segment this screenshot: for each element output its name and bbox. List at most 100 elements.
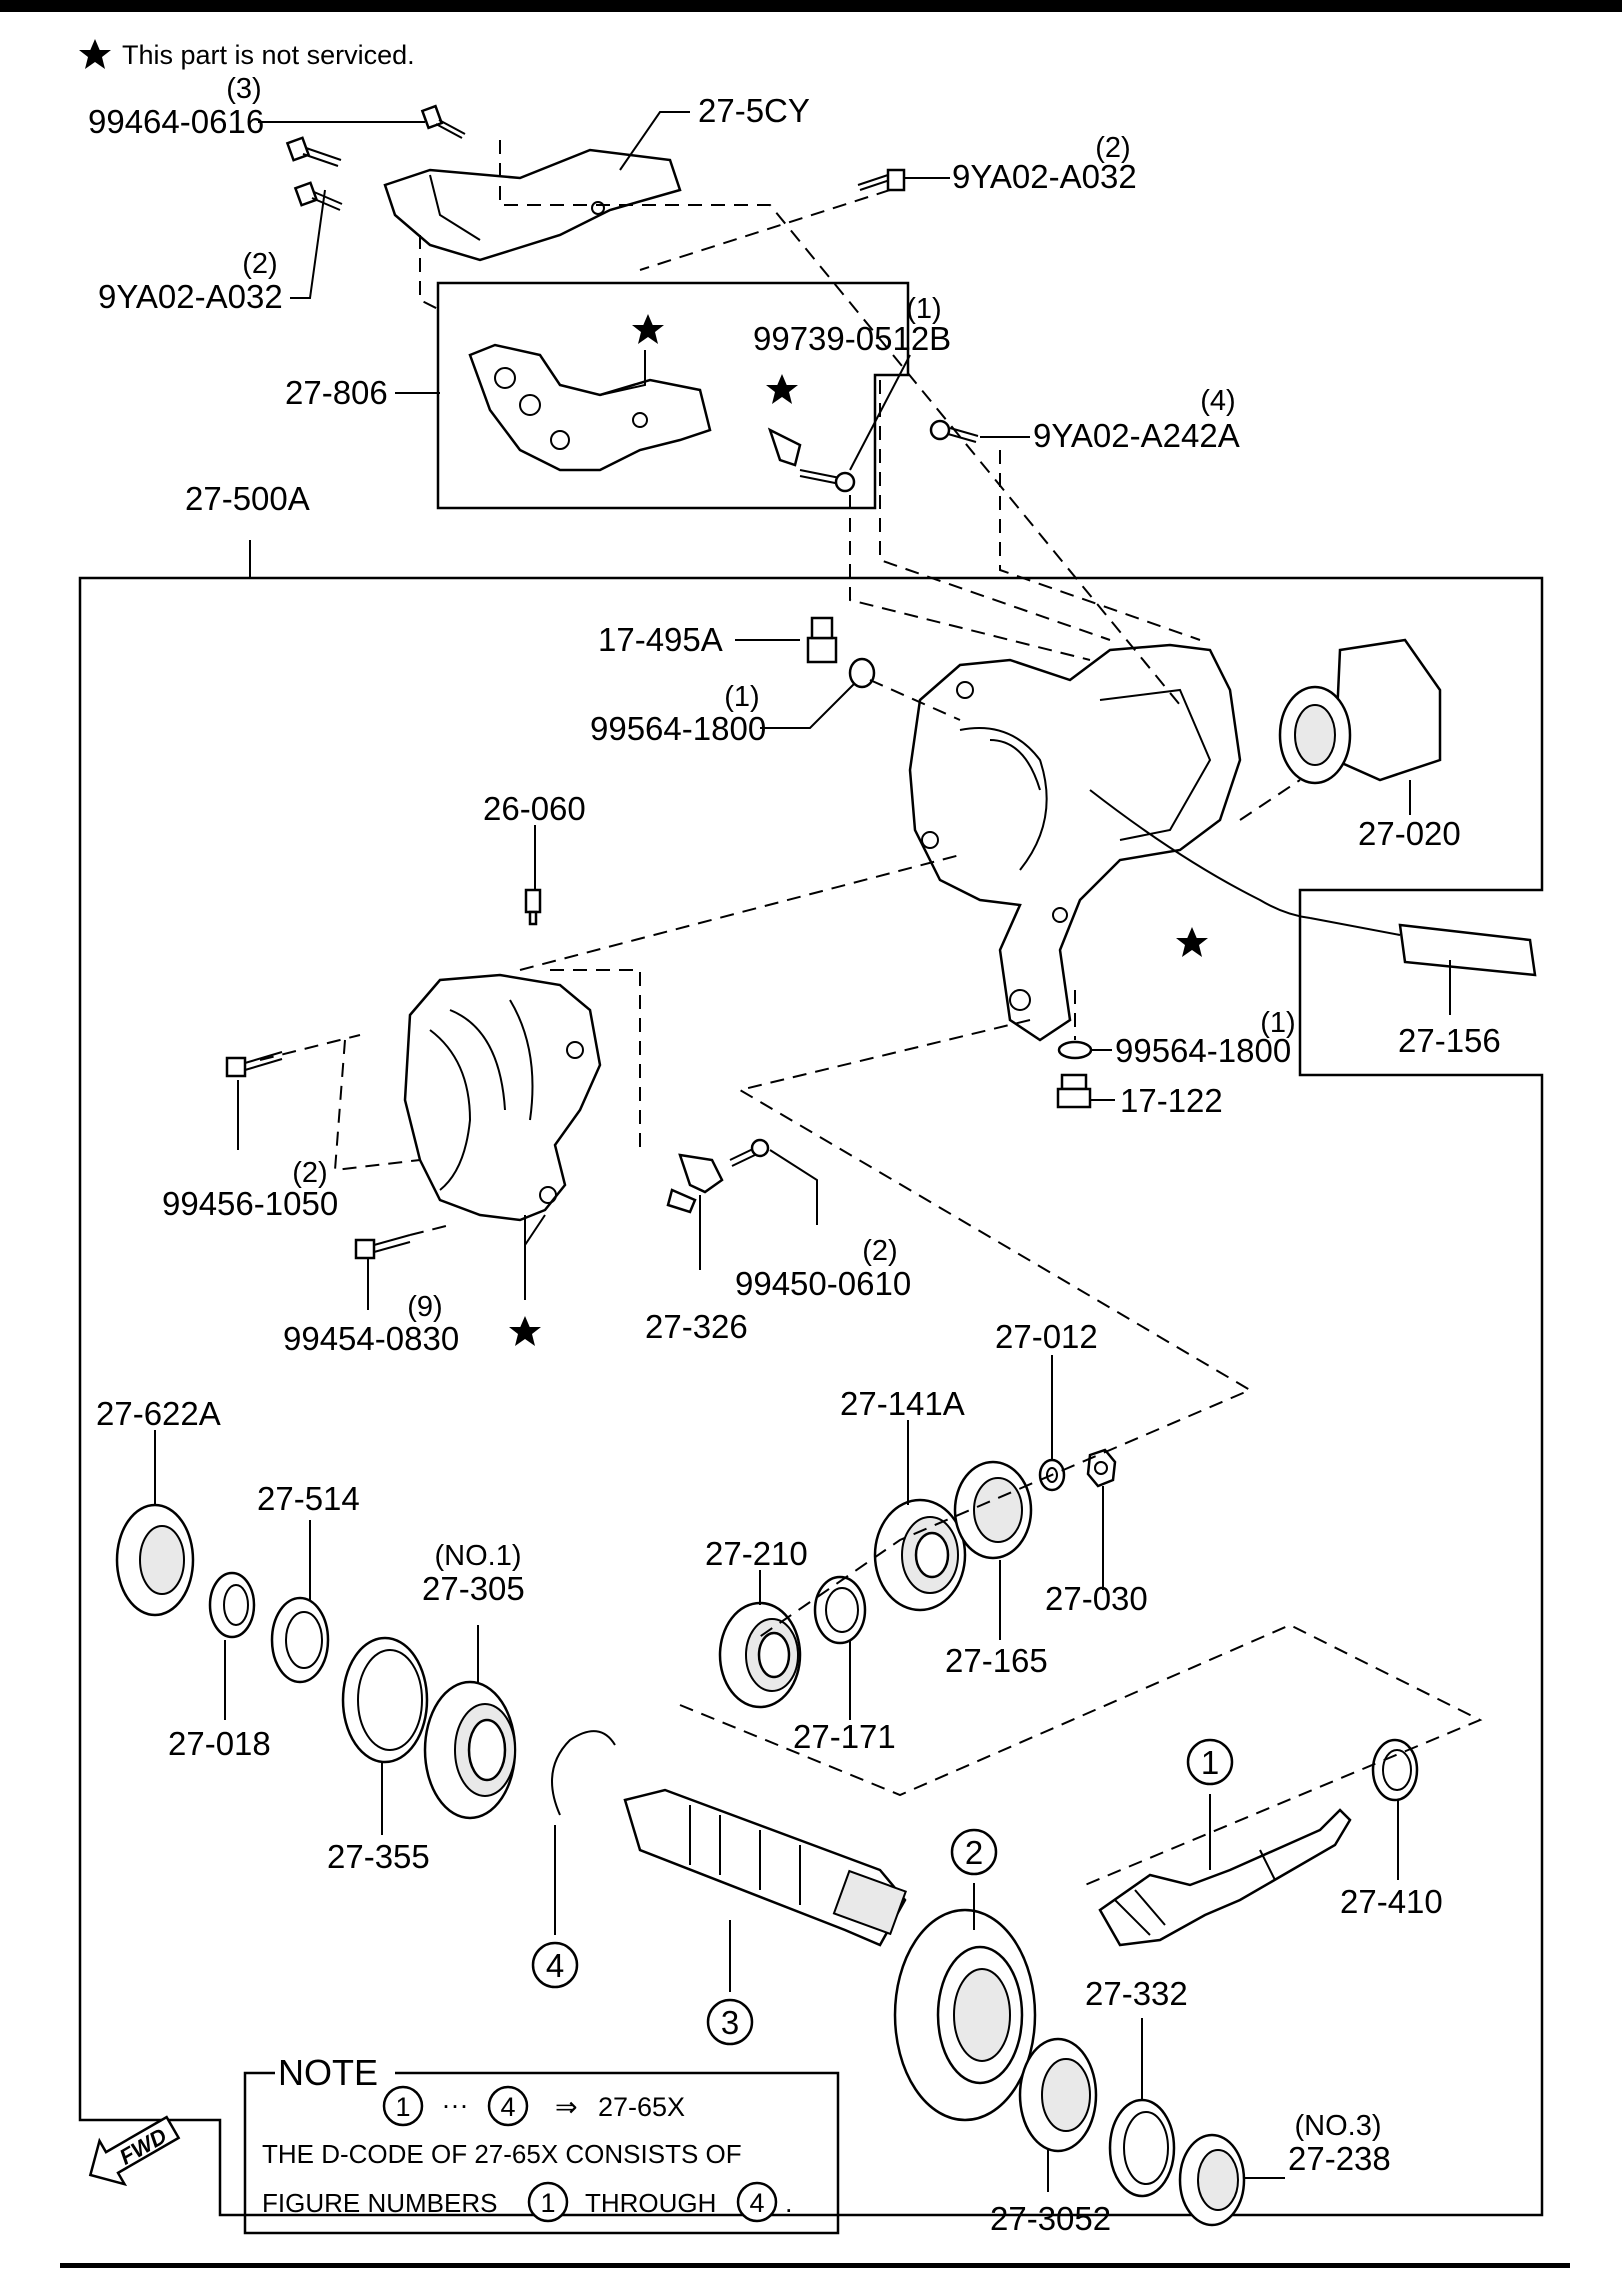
svg-text:4: 4	[546, 1947, 564, 1984]
leader-lines	[154, 111, 1451, 2192]
note-line2: THE D-CODE OF 27-65X CONSISTS OF	[262, 2139, 742, 2169]
shaft-3	[623, 1788, 907, 1947]
note-line1-ellipsis: ···	[442, 2090, 469, 2120]
qty-99456-1050: (2)	[292, 1157, 327, 1189]
qty-99739-0512B: (1)	[906, 293, 941, 325]
housing-main	[908, 643, 1311, 1042]
qty-99464-0616: (3)	[226, 73, 261, 105]
figure-number-1: 1	[1186, 1738, 1234, 1786]
label-27-332: 27-332	[1085, 1975, 1188, 2012]
bolt-99456-1050-icon	[225, 1051, 283, 1078]
qty-27-305: (NO.1)	[435, 1540, 522, 1572]
label-27-030: 27-030	[1045, 1580, 1148, 1617]
bolt-9YA02-A242A-icon	[929, 419, 979, 443]
label-99564-1800-bottom: 99564-1800	[1115, 1032, 1291, 1069]
star-99739-icon	[766, 374, 798, 404]
label-99456-1050: 99456-1050	[162, 1185, 338, 1222]
note-line3-a: FIGURE NUMBERS	[262, 2188, 497, 2218]
snap-ring-4	[551, 1730, 616, 1816]
note-line3-to: 4	[749, 2188, 764, 2218]
label-27-514: 27-514	[257, 1480, 360, 1517]
qty-9YA02-A032-left: (2)	[242, 248, 277, 280]
qty-27-238: (NO.3)	[1295, 2110, 1382, 2142]
seal-27-622A	[115, 1503, 195, 1617]
star-27-806-icon	[632, 314, 664, 344]
diff-cover	[403, 973, 602, 1222]
plug-17-122-icon	[1056, 1073, 1092, 1109]
callout-labels: (3) 99464-0616 27-5CY (2) 9YA02-A032 (2)…	[88, 73, 1501, 2237]
label-27-326: 27-326	[645, 1308, 748, 1345]
clip-99739-0512B-icon	[767, 427, 856, 493]
label-27-3052: 27-3052	[990, 2200, 1111, 2237]
label-27-355: 27-355	[327, 1838, 430, 1875]
bolt-99450-0610-icon	[729, 1138, 770, 1167]
plug-17-495A-icon	[806, 616, 838, 664]
assembly-box-27-806	[436, 281, 910, 510]
label-27-171: 27-171	[793, 1718, 896, 1755]
spacer-27-171	[813, 1575, 867, 1645]
shim-27-332	[1108, 2098, 1176, 2198]
svg-text:2: 2	[965, 1834, 983, 1871]
bottom-border	[60, 2263, 1570, 2268]
label-27-622A: 27-622A	[96, 1395, 221, 1432]
note-title: NOTE	[278, 2052, 378, 2093]
bolt-9YA02-A032-left-lower-icon	[293, 181, 343, 211]
bearing-27-3052	[1018, 2037, 1098, 2153]
label-27-020: 27-020	[1358, 815, 1461, 852]
qty-9YA02-A032-right: (2)	[1095, 132, 1130, 164]
label-17-495A: 17-495A	[598, 621, 723, 658]
label-99564-1800-top: 99564-1800	[590, 710, 766, 747]
star-cover-icon	[509, 1316, 541, 1346]
breather-26-060-icon	[524, 888, 542, 926]
note-line3-b: THROUGH	[585, 2188, 716, 2218]
bearing-27-210	[718, 1601, 802, 1709]
note-line1-code: 27-65X	[598, 2092, 685, 2122]
note-line1-arrow: ⇒	[555, 2092, 578, 2122]
label-27-238: 27-238	[1288, 2140, 1391, 2177]
note-line1-to: 4	[500, 2092, 515, 2122]
svg-text:1: 1	[1201, 1744, 1219, 1781]
label-27-210: 27-210	[705, 1535, 808, 1572]
note-line3-end: .	[785, 2188, 793, 2218]
label-99454-0830: 99454-0830	[283, 1320, 459, 1357]
figure-number-4: 4	[531, 1941, 579, 1989]
pinion-1	[1098, 1808, 1352, 1947]
qty-99454-0830: (9)	[407, 1291, 442, 1323]
label-27-141A: 27-141A	[840, 1385, 965, 1422]
assembly-box-27-500A	[78, 576, 1544, 2217]
sensor-27-156	[1309, 917, 1537, 977]
label-17-122: 17-122	[1120, 1082, 1223, 1119]
label-27-305: 27-305	[422, 1570, 525, 1607]
ring-27-514	[270, 1596, 330, 1684]
star-housing-icon	[1176, 927, 1208, 957]
legend-star-icon	[79, 39, 111, 69]
nut-27-030	[1086, 1448, 1117, 1488]
assembly-dashed-lines	[259, 140, 1483, 1886]
seal-99564-1800-top-icon	[848, 657, 876, 689]
shim-27-355	[341, 1636, 429, 1764]
shim-27-410	[1371, 1738, 1419, 1802]
bracket-27-326-icon	[666, 1153, 724, 1214]
figure-number-2: 2	[950, 1828, 998, 1876]
label-9YA02-A032-right: 9YA02-A032	[952, 158, 1137, 195]
label-99739-0512B: 99739-0512B	[753, 320, 951, 357]
note-line3-from: 1	[540, 2188, 555, 2218]
qty-9YA02-A242A: (4)	[1200, 385, 1235, 417]
bearing-27-305	[423, 1680, 517, 1820]
bolt-99454-0830-icon	[354, 1234, 411, 1260]
label-99464-0616: 99464-0616	[88, 103, 264, 140]
seal-27-165	[953, 1460, 1033, 1560]
bearing-27-141A	[873, 1498, 967, 1612]
note-box: NOTE 1 ··· 4 ⇒ 27-65X THE D-CODE OF 27-6…	[243, 2052, 840, 2235]
label-27-500A: 27-500A	[185, 480, 310, 517]
bolt-9YA02-A032-left-upper-icon	[285, 136, 342, 167]
qty-99564-1800-bottom: (1)	[1260, 1007, 1295, 1039]
label-27-410: 27-410	[1340, 1883, 1443, 1920]
label-9YA02-A242A: 9YA02-A242A	[1033, 417, 1240, 454]
bolt-99464-0616-icon	[420, 104, 466, 139]
label-26-060: 26-060	[483, 790, 586, 827]
label-27-5CY: 27-5CY	[698, 92, 810, 129]
ring-27-018	[208, 1571, 256, 1639]
ring-gear-2	[893, 1908, 1037, 2122]
qty-99450-0610: (2)	[862, 1235, 897, 1267]
